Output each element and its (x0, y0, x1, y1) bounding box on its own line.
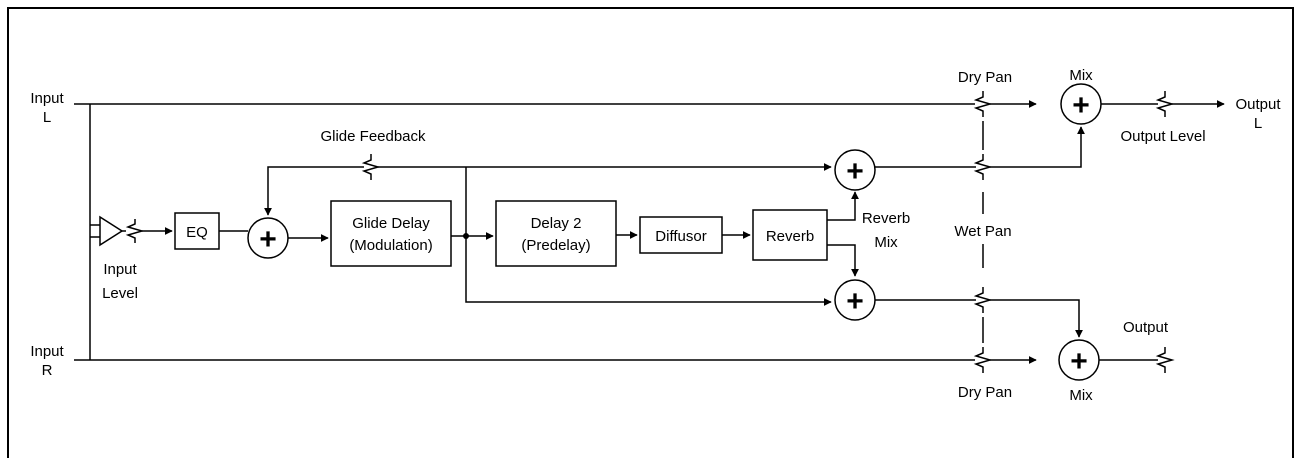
reverb-mix-label-2: Mix (874, 234, 898, 251)
feedback-summer-plus: + (259, 223, 277, 256)
delay2-label-1: Delay 2 (531, 215, 582, 232)
dry-pan-top-knob (973, 91, 993, 117)
output-r-label: Output (1123, 319, 1169, 336)
diffusor-label: Diffusor (655, 228, 706, 245)
output-l-label-1: Output (1235, 96, 1281, 113)
input-level-amp-icon (90, 215, 124, 247)
wet-top-to-mix (990, 126, 1085, 168)
mix-top-label: Mix (1069, 67, 1093, 84)
input-r-label-1: Input (30, 343, 64, 360)
glide-delay-block (330, 200, 452, 267)
output-level-top-knob (1155, 91, 1175, 117)
glide-feedback-label: Glide Feedback (320, 128, 426, 145)
glide-delay-label-1: Glide Delay (352, 215, 430, 232)
input-l-label-2: L (43, 109, 51, 126)
reverb-block (752, 209, 828, 261)
wet-bottom-to-mix (990, 299, 1083, 338)
input-l-label-1: Input (30, 90, 64, 107)
reverb-label: Reverb (766, 228, 814, 245)
input-r-label-2: R (42, 362, 53, 379)
output-level-bottom-knob (1155, 347, 1175, 373)
wet-summer-top-plus: + (846, 155, 864, 188)
reverb-to-lower (827, 244, 859, 277)
dry-to-lower-summer (465, 236, 832, 306)
feedback-line-left (264, 166, 364, 216)
output-l-label-2: L (1254, 115, 1262, 132)
reverb-mix-label-1: Reverb (862, 210, 910, 227)
input-level-label-2: Level (102, 285, 138, 302)
wet-summer-bottom-plus: + (846, 285, 864, 318)
wet-pan-label: Wet Pan (954, 223, 1011, 240)
dry-pan-bottom-label: Dry Pan (958, 384, 1012, 401)
glide-delay-label-2: (Modulation) (349, 237, 432, 254)
mix-top-plus: + (1072, 89, 1090, 122)
diffusor-block (639, 216, 723, 254)
mix-bottom-label: Mix (1069, 387, 1093, 404)
input-level-knob (125, 219, 145, 243)
output-level-label: Output Level (1120, 128, 1205, 145)
input-level-label-1: Input (103, 261, 137, 278)
mix-bottom-plus: + (1070, 345, 1088, 378)
reverb-to-upper (827, 191, 859, 221)
dry-pan-top-label: Dry Pan (958, 69, 1012, 86)
delay2-label-2: (Predelay) (521, 237, 590, 254)
eq-label: EQ (186, 224, 208, 241)
delay2-block (495, 200, 617, 267)
wet-summer-top (834, 149, 876, 191)
diagram-frame (7, 7, 1294, 458)
glide-feedback-knob (361, 154, 381, 180)
dry-pan-bottom-knob (973, 347, 993, 373)
wet-pan-bottom-knob (973, 287, 993, 313)
wet-pan-top-knob (973, 154, 993, 180)
